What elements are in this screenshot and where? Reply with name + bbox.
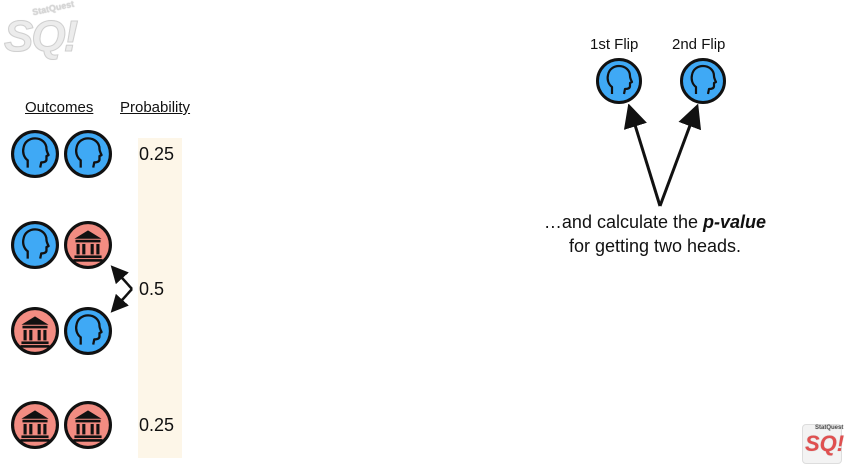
outcome-coin-tails	[64, 401, 112, 449]
probability-header: Probability	[120, 99, 191, 116]
outcome-coin-heads	[64, 307, 112, 355]
head-silhouette-icon	[11, 130, 59, 178]
building-icon	[64, 401, 112, 449]
outcome-coin-heads	[11, 221, 59, 269]
head-silhouette-icon	[11, 221, 59, 269]
caption: …and calculate the p-value for getting t…	[500, 210, 810, 258]
first-flip-coin	[596, 58, 642, 104]
outcome-coin-tails	[11, 307, 59, 355]
head-silhouette-icon	[596, 58, 642, 104]
p-value-text: p-value	[703, 212, 767, 232]
head-silhouette-icon	[64, 130, 112, 178]
bracket-arrow-icon	[110, 265, 133, 313]
building-icon	[11, 401, 59, 449]
head-silhouette-icon	[680, 58, 726, 104]
outcome-coin-heads	[64, 130, 112, 178]
statquest-logo: StatQuest SQ!	[3, 0, 78, 66]
probability-row-4: 0.25	[139, 415, 175, 435]
second-flip-label: 2nd Flip	[672, 36, 726, 53]
probability-band	[138, 138, 182, 458]
logo-big-text-br: SQ!	[805, 431, 845, 456]
second-flip-coin	[680, 58, 726, 104]
building-icon	[11, 307, 59, 355]
head-silhouette-icon	[64, 307, 112, 355]
logo-small-text-br: StatQuest	[815, 425, 844, 431]
probability-row-1: 0.25	[139, 144, 175, 164]
statquest-logo-small: StatQuest SQ!	[802, 424, 845, 464]
first-flip-label: 1st Flip	[590, 36, 639, 53]
caption-line-2: for getting two heads.	[568, 236, 742, 256]
probability-middle: 0.5	[139, 279, 165, 299]
outcomes-header: Outcomes	[25, 99, 94, 116]
outcome-coin-heads	[11, 130, 59, 178]
caption-line-1: …and calculate the p-value	[500, 210, 810, 234]
building-icon	[64, 221, 112, 269]
outcome-coin-tails	[64, 221, 112, 269]
logo-big-text: SQ!	[3, 12, 78, 62]
v-arrows-icon	[623, 104, 702, 207]
caption-prefix: …and calculate the	[543, 212, 704, 232]
outcome-coin-tails	[11, 401, 59, 449]
